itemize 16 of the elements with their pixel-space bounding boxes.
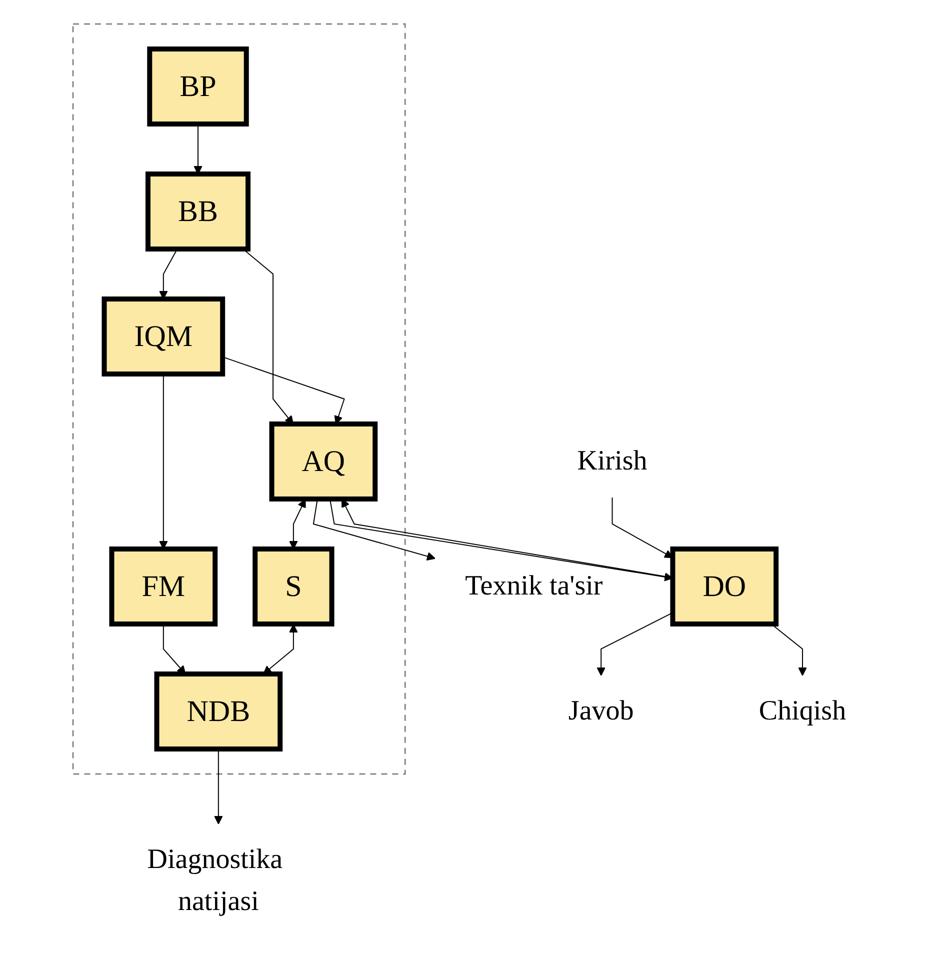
arrow: [214, 748, 223, 824]
node-text: Javob: [568, 695, 634, 726]
node-box: BB: [145, 172, 250, 252]
node-text: Diagnostika natijasi: [147, 844, 283, 917]
arrow: [312, 498, 436, 561]
node-box: AQ: [269, 422, 378, 502]
node-box: S: [252, 546, 334, 626]
node-box: BP: [147, 46, 249, 126]
node-box: IQM: [102, 296, 226, 376]
node-box: DO: [670, 546, 779, 626]
node-text: Kirish: [577, 445, 648, 476]
node-box: FM: [109, 546, 218, 626]
node-text: Texnik ta'sir: [465, 570, 603, 602]
node-text: Chiqish: [758, 695, 846, 726]
node-box: NDB: [154, 672, 283, 752]
cluster: [72, 23, 406, 775]
